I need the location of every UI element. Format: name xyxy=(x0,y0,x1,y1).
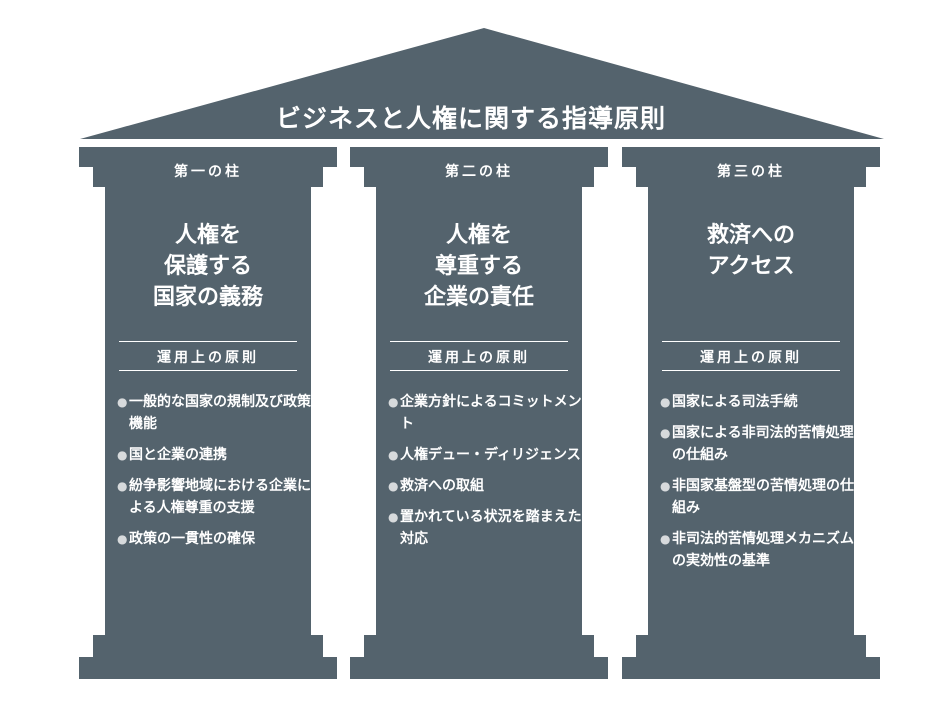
principle-text: 国と企業の連携 xyxy=(129,447,227,463)
operational-principles-label: 運用上の原則 xyxy=(700,350,802,366)
divider-top xyxy=(119,341,297,342)
principle-text: 企業方針によるコミットメント xyxy=(400,394,582,432)
principle-item: ●人権デュー・ディリジェンス xyxy=(388,444,588,466)
bullet-icon: ● xyxy=(660,426,671,440)
bullet-icon: ● xyxy=(117,532,128,546)
principle-item: ●紛争影響地域における企業による人権尊重の支援 xyxy=(117,475,317,519)
bullet-icon: ● xyxy=(388,395,399,409)
pillar-title: 救済への アクセス xyxy=(706,223,795,279)
bullet-icon: ● xyxy=(660,479,671,493)
operational-principles-label: 運用上の原則 xyxy=(428,350,530,366)
divider-bottom xyxy=(119,370,297,371)
pillar-title: 人権を 尊重する 企業の責任 xyxy=(423,223,534,310)
pillar-2: 第二の柱 人権を 尊重する 企業の責任 運用上の原則 ●企業方針によるコミットメ… xyxy=(350,147,608,679)
bullet-icon: ● xyxy=(388,510,399,524)
pillar-heading: 第三の柱 xyxy=(717,164,785,180)
bullet-icon: ● xyxy=(660,532,671,546)
principle-list: ●企業方針によるコミットメント●人権デュー・ディリジェンス●救済への取組●置かれ… xyxy=(388,391,588,559)
pillar-shape xyxy=(622,147,880,679)
principle-text: 救済への取組 xyxy=(400,478,484,494)
principle-item: ●政策の一貫性の確保 xyxy=(117,528,317,550)
principle-item: ●非国家基盤型の苦情処理の仕組み xyxy=(660,475,860,519)
pillar-shape xyxy=(350,147,608,679)
bullet-icon: ● xyxy=(117,395,128,409)
pillar-shape xyxy=(79,147,337,679)
principle-item: ●国と企業の連携 xyxy=(117,444,317,466)
bullet-icon: ● xyxy=(660,395,671,409)
bullet-icon: ● xyxy=(117,448,128,462)
bullet-icon: ● xyxy=(388,448,399,462)
principle-text: 一般的な国家の規制及び政策機能 xyxy=(129,394,311,432)
principle-list: ●一般的な国家の規制及び政策機能●国と企業の連携●紛争影響地域における企業による… xyxy=(117,391,317,559)
principle-text: 人権デュー・ディリジェンス xyxy=(400,447,581,463)
pillar-heading: 第二の柱 xyxy=(445,164,513,180)
bullet-icon: ● xyxy=(117,479,128,493)
principle-item: ●企業方針によるコミットメント xyxy=(388,391,588,435)
principle-text: 国家による司法手続 xyxy=(672,394,798,410)
principle-text: 置かれている状況を踏まえた対応 xyxy=(400,509,582,547)
roof xyxy=(80,28,884,139)
pillar-1: 第一の柱 人権を 保護する 国家の義務 運用上の原則 ●一般的な国家の規制及び政… xyxy=(79,147,337,679)
principle-item: ●国家による非司法的苦情処理の仕組み xyxy=(660,422,860,466)
principle-text: 政策の一貫性の確保 xyxy=(129,531,255,547)
principle-item: ●一般的な国家の規制及び政策機能 xyxy=(117,391,317,435)
principle-text: 非司法的苦情処理メカニズムの実効性の基準 xyxy=(672,531,854,569)
principle-item: ●救済への取組 xyxy=(388,475,588,497)
divider-top xyxy=(390,341,568,342)
principle-text: 国家による非司法的苦情処理の仕組み xyxy=(672,425,854,463)
roof-shape xyxy=(80,28,884,139)
operational-principles-label: 運用上の原則 xyxy=(157,350,259,366)
principle-list: ●国家による司法手続●国家による非司法的苦情処理の仕組み●非国家基盤型の苦情処理… xyxy=(660,391,860,581)
principle-item: ●国家による司法手続 xyxy=(660,391,860,413)
principle-item: ●非司法的苦情処理メカニズムの実効性の基準 xyxy=(660,528,860,572)
pillar-heading: 第一の柱 xyxy=(174,164,242,180)
principle-text: 紛争影響地域における企業による人権尊重の支援 xyxy=(129,478,311,516)
divider-top xyxy=(662,341,840,342)
pillar-3: 第三の柱 救済への アクセス 運用上の原則 ●国家による司法手続●国家による非司… xyxy=(622,147,880,679)
pillar-title: 人権を 保護する 国家の義務 xyxy=(152,223,263,310)
divider-bottom xyxy=(390,370,568,371)
diagram-title: ビジネスと人権に関する指導原則 xyxy=(275,104,666,133)
principle-item: ●置かれている状況を踏まえた対応 xyxy=(388,506,588,550)
bullet-icon: ● xyxy=(388,479,399,493)
divider-bottom xyxy=(662,370,840,371)
principle-text: 非国家基盤型の苦情処理の仕組み xyxy=(672,478,854,516)
